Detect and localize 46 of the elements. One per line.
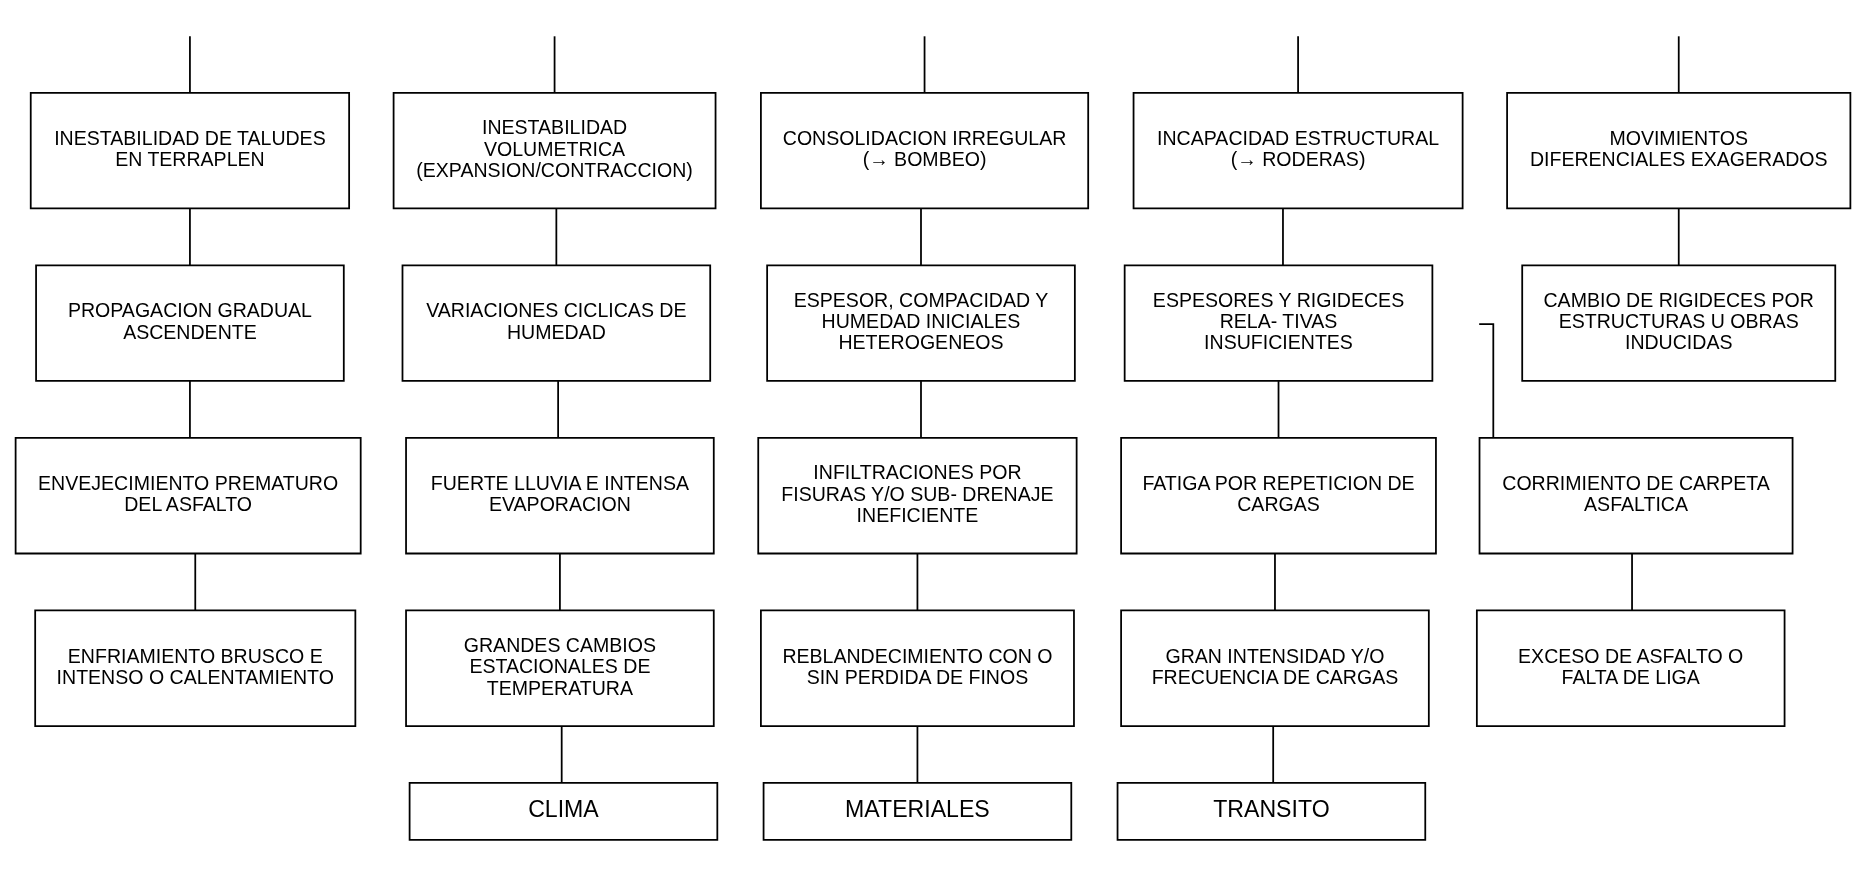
- connector: [194, 552, 197, 612]
- node-box: FUERTE LLUVIA E INTENSA EVAPORACION: [405, 437, 715, 555]
- node-box: REBLANDECIMIENTO CON O SIN PERDIDA DE FINOS: [760, 609, 1075, 727]
- connector: [920, 207, 922, 266]
- node-box: CORRIMIENTO DE CARPETA ASFALTICA: [1478, 437, 1794, 555]
- connector: [923, 35, 926, 94]
- node-box: ENFRIAMIENTO BRUSCO E INTENSO O CALENTAMIENTO: [34, 609, 357, 727]
- node-box: CLIMA: [408, 782, 719, 841]
- node-box: CONSOLIDACION IRREGULAR (→ BOMBEO): [760, 91, 1090, 210]
- node-box: ESPESORES Y RIGIDECES RELA- TIVAS INSUFICIENTES: [1123, 264, 1434, 382]
- connector: [916, 725, 919, 784]
- connector: [916, 552, 919, 612]
- connector: [189, 207, 191, 266]
- node-box: PROPAGACION GRADUAL ASCENDENTE: [35, 264, 345, 382]
- connector: [1478, 323, 1495, 439]
- connector: [1631, 552, 1633, 612]
- connector: [553, 35, 556, 94]
- node-box: GRANDES CAMBIOS ESTACIONALES DE TEMPERATURA: [405, 609, 715, 727]
- node-box: INFILTRACIONES POR FISURAS Y/O SUB- DRENAJE INEFICIENTE: [757, 437, 1078, 555]
- connector: [1297, 35, 1299, 94]
- connector: [1277, 380, 1280, 439]
- node-box: MATERIALES: [762, 782, 1073, 841]
- connector: [1677, 207, 1680, 266]
- node-box: INESTABILIDAD VOLUMETRICA (EXPANSION/CONTRACCION): [392, 91, 717, 210]
- connector: [1677, 35, 1680, 94]
- node-box: GRAN INTENSIDAD Y/O FRECUENCIA DE CARGAS: [1120, 609, 1430, 727]
- node-box: INESTABILIDAD DE TALUDES EN TERRAPLEN: [29, 91, 350, 210]
- connector: [560, 725, 563, 784]
- node-box: MOVIMIENTOS DIFERENCIALES EXAGERADOS: [1506, 91, 1852, 210]
- node-box: ENVEJECIMIENTO PREMATURO DEL ASFALTO: [14, 437, 362, 555]
- node-box: VARIACIONES CICLICAS DE HUMEDAD: [401, 264, 712, 382]
- connector: [189, 380, 191, 439]
- connector: [557, 380, 559, 439]
- connector: [559, 552, 561, 612]
- connector: [189, 35, 191, 94]
- connector: [555, 207, 558, 266]
- node-box: CAMBIO DE RIGIDECES POR ESTRUCTURAS U OBRAS INDUCIDAS: [1521, 264, 1837, 382]
- connector: [920, 380, 922, 439]
- connector: [1282, 207, 1284, 266]
- node-box: FATIGA POR REPETICION DE CARGAS: [1120, 437, 1437, 555]
- node-box: INCAPACIDAD ESTRUCTURAL (→ RODERAS): [1132, 91, 1464, 210]
- node-box: TRANSITO: [1116, 782, 1427, 841]
- connector: [1274, 552, 1276, 612]
- node-box: ESPESOR, COMPACIDAD Y HUMEDAD INICIALES HETEROGENEOS: [766, 264, 1076, 382]
- connector: [1272, 725, 1275, 784]
- node-box: EXCESO DE ASFALTO O FALTA DE LIGA: [1475, 609, 1786, 727]
